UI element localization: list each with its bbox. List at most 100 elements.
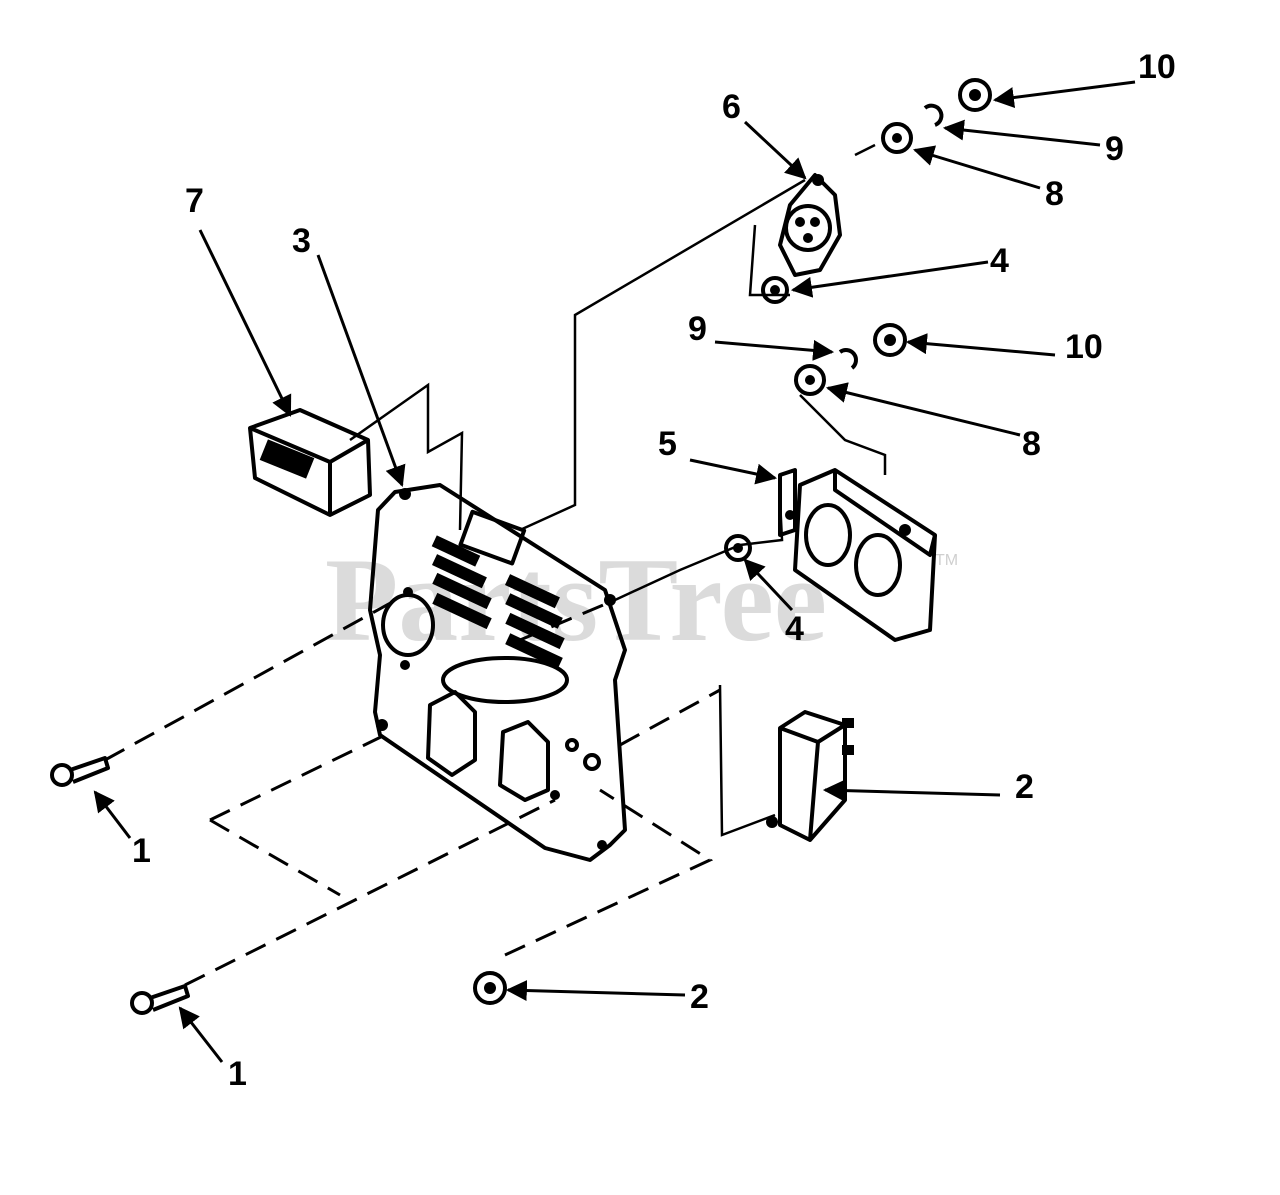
panel-octagon-right [498,720,550,802]
callout-4-lower: 4 [785,610,804,648]
duplex-top-edge [833,470,937,557]
vent-slot [505,612,565,650]
nut-4-lower-hole [733,543,743,553]
receptacle-screw [812,174,824,186]
washer-8-lower [794,364,826,396]
nut-10-lower-hole [884,334,896,346]
vent-slot [432,572,492,610]
leader-1-lower [178,1006,224,1063]
nut-10-lower [873,323,907,357]
leader-4-upper [790,260,989,298]
lockwasher-9-upper [923,103,944,127]
hour-meter [248,408,372,517]
leader-5 [689,458,778,485]
receptacle-pin [803,233,813,243]
washer-8-upper-hole [892,133,902,143]
screws [50,756,190,1015]
callout-8-upper: 8 [1045,175,1064,213]
nut-2-lower-hole [484,982,496,994]
screw-head [50,763,74,787]
leader-10-lower [905,333,1056,357]
vent-slot [504,574,560,609]
callout-1-lower: 1 [228,1055,247,1093]
washer-8-upper [881,122,913,154]
wire-panel-to-duplex [614,543,741,602]
washer-8-lower-hole [805,375,815,385]
callout-4-upper: 4 [990,242,1009,280]
dash-breaker [619,688,721,747]
panel-vent-slots [431,535,565,669]
duplex-receptacle [778,468,937,642]
bracket-5 [778,468,797,537]
wire-receptacle-bracket [748,224,790,297]
callout-3: 3 [292,222,311,260]
callout-1-upper: 1 [132,832,151,870]
circuit-breaker [766,710,854,842]
screw-shank [149,984,190,1012]
duplex-screw [785,510,795,520]
panel-mount-hole [597,840,607,850]
wiring-lines [349,143,887,837]
nut-2-lower [473,971,507,1005]
nut-4-upper [761,276,789,304]
breaker-terminal [842,745,854,755]
hardware [473,78,992,1005]
panel-mount-hole [400,660,410,670]
wire-duplex-top [799,394,887,475]
panel-octagon-left [426,690,477,777]
watermark-text: PartsTree [325,533,827,666]
panel-meter-window [458,509,527,566]
vent-slot [431,554,487,589]
wire-top-stud [854,143,876,157]
leader-4-lower [743,558,794,612]
nut-10-upper-hole [969,89,981,101]
receptacle-face [784,204,832,252]
leader-8-upper [912,145,1041,190]
breaker-edges [779,723,847,841]
panel-mount-hole [604,594,616,606]
callout-9-upper: 9 [1105,130,1124,168]
dash-screw1-upper [104,593,406,762]
dash-lower-left-2 [209,733,386,822]
panel-mount-hole [376,719,388,731]
wire-breaker [718,684,776,837]
callout-10-upper: 10 [1138,48,1176,86]
screw-head [130,991,154,1015]
panel-oval-hole [441,656,569,704]
panel-mount-hole [403,587,413,597]
breaker-terminal [842,718,854,728]
leader-6 [743,120,807,180]
callout-7: 7 [185,182,204,220]
duplex-outlet-right [854,533,902,597]
receptacle-pin [795,217,805,227]
panel-mount-hole [550,790,560,800]
panel-small-hole [583,753,601,771]
vent-slot [505,633,563,669]
duplex-screw [899,524,911,536]
leader-8-lower [825,382,1021,437]
callout-10-lower: 10 [1065,328,1103,366]
hour-meter-body [248,408,372,517]
leader-2-nut [505,980,686,1002]
callout-2-breaker: 2 [1015,768,1034,806]
screw-1-lower [130,984,190,1015]
dash-lower-left [209,818,341,897]
leader-3 [316,254,406,487]
leader-9-upper [942,119,1101,147]
leader-lines [93,80,1136,1063]
leader-2-breaker [822,780,1001,802]
panel-mount-hole [399,488,411,500]
callout-5: 5 [658,425,677,463]
alignment-lines [104,593,721,987]
leader-9-lower [714,339,835,361]
twist-lock-receptacle [778,173,842,277]
wire-receptacle-to-panel [519,178,806,532]
breaker-terminal [766,816,778,828]
lockwasher-9-lower [838,348,858,370]
watermark: PartsTree TM [325,533,958,666]
panel-small-hole [565,738,579,752]
screw-1-upper [50,756,110,787]
callout-9-lower: 9 [688,310,707,348]
leader-7 [198,229,292,417]
